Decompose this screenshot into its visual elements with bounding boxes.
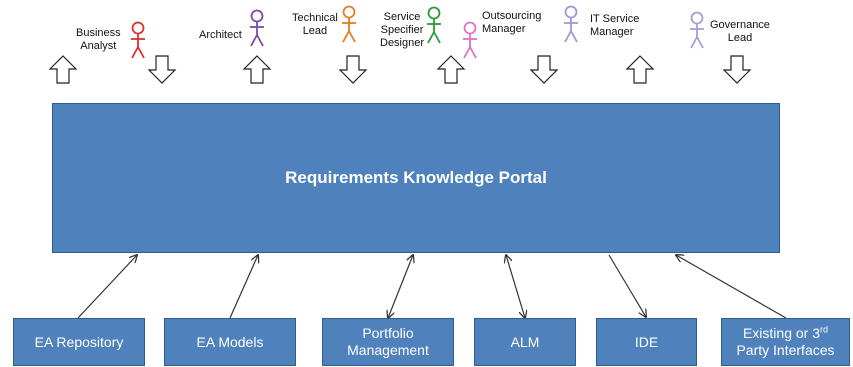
source-box-alm: ALM xyxy=(474,318,576,366)
source-label: ALM xyxy=(510,333,540,350)
block-arrow-down-icon xyxy=(147,55,177,84)
role-label-line: Technical xyxy=(292,12,338,24)
role-label-line: Analyst xyxy=(80,40,117,52)
role-label-line: Governance xyxy=(710,19,770,31)
stick-figure-icon xyxy=(427,6,441,44)
stick-figure-icon xyxy=(564,5,578,43)
source-box-ea-repository: EA Repository xyxy=(13,318,145,366)
source-label-line: Portfolio xyxy=(362,325,414,341)
connector-ea-models xyxy=(229,255,258,319)
source-label: EA Repository xyxy=(34,333,124,350)
role-label-line: Manager xyxy=(482,23,526,35)
stick-figure-icon xyxy=(131,21,145,59)
role-label-line: Outsourcing xyxy=(482,10,542,22)
stick-figure-icon xyxy=(463,21,477,59)
role-label-line: Architect xyxy=(199,29,242,41)
role-label-line: Business xyxy=(76,27,121,39)
role-label-line: Designer xyxy=(380,37,425,49)
role-label-it-service-manager: IT Service Manager xyxy=(590,13,639,39)
connector-ea-repository xyxy=(77,255,137,319)
role-label-line: Service xyxy=(383,11,421,23)
portal-title: Requirements Knowledge Portal xyxy=(285,168,547,187)
source-box-ide: IDE xyxy=(596,318,697,366)
source-label: Existing or 3rd Party Interfaces xyxy=(736,325,834,359)
source-box-portfolio-management: Portfolio Management xyxy=(322,318,454,366)
source-label: IDE xyxy=(634,333,659,350)
source-label-line: Existing or 3rd xyxy=(736,325,834,342)
stick-figure-icon xyxy=(250,9,264,47)
role-label-technical-lead: Technical Lead xyxy=(292,12,338,38)
connector-alm xyxy=(506,255,525,318)
source-label-line: Management xyxy=(347,342,429,358)
requirements-knowledge-portal: Requirements Knowledge Portal xyxy=(52,103,780,253)
block-arrow-up-icon xyxy=(436,55,466,84)
role-figures-layer xyxy=(48,5,752,84)
source-box-ea-models: EA Models xyxy=(164,318,296,366)
block-arrow-down-icon xyxy=(529,55,559,84)
stick-figure-icon xyxy=(342,5,356,43)
source-box-existing-interfaces: Existing or 3rd Party Interfaces xyxy=(721,318,850,366)
connector-portfolio-management xyxy=(388,255,413,318)
source-label: Portfolio Management xyxy=(347,325,429,359)
source-label-text: Existing or 3 xyxy=(742,325,820,341)
role-label-line: Lead xyxy=(727,32,753,44)
connector-ide xyxy=(608,254,646,317)
stick-figure-icon xyxy=(690,11,704,49)
block-arrow-up-icon xyxy=(625,55,655,84)
role-label-outsourcing-manager: Outsourcing Manager xyxy=(482,10,541,36)
role-label-governance-lead: Governance Lead xyxy=(710,19,770,45)
block-arrow-down-icon xyxy=(722,55,752,84)
role-label-line: Specifier xyxy=(380,24,424,36)
source-label-sup: rd xyxy=(820,324,829,335)
role-label-business-analyst: Business Analyst xyxy=(76,27,121,53)
source-label-line: Party Interfaces xyxy=(736,342,835,358)
role-label-service-specifier-designer: Service Specifier Designer xyxy=(380,11,424,50)
connector-existing-interfaces xyxy=(676,255,787,319)
block-arrow-up-icon xyxy=(48,55,78,84)
role-label-line: Manager xyxy=(590,26,634,38)
block-arrow-down-icon xyxy=(338,55,368,84)
role-label-line: Lead xyxy=(302,25,328,37)
source-label: EA Models xyxy=(196,333,264,350)
role-label-architect: Architect xyxy=(199,29,242,42)
role-label-line: IT Service xyxy=(590,13,640,25)
block-arrow-up-icon xyxy=(242,55,272,84)
